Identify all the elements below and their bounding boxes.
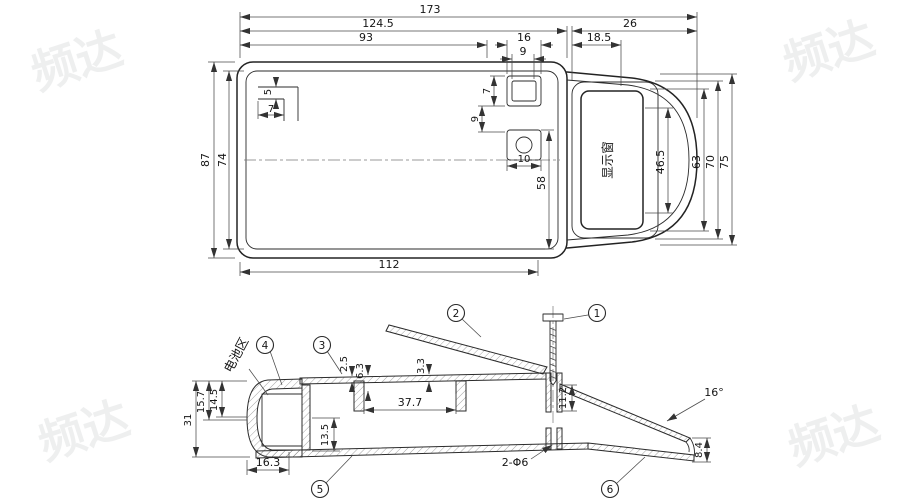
- section-dimension-lines: [192, 364, 711, 474]
- dim-8-4: 8.4: [694, 442, 705, 458]
- display-window: [580, 90, 644, 230]
- corner-notch: [258, 86, 299, 121]
- dim-14-5: 14.5: [209, 389, 220, 411]
- dim-93: 93: [359, 31, 373, 44]
- dim-16: 16: [517, 31, 531, 44]
- hole-note-2-phi6: 2-Φ6: [502, 456, 529, 469]
- dim-31: 31: [183, 414, 194, 427]
- dim-5: 5: [263, 89, 274, 95]
- balloon-5: 5: [310, 479, 330, 499]
- screw: [542, 306, 564, 424]
- battery-divider: [301, 384, 311, 451]
- screw-head: [542, 313, 564, 322]
- dim-58: 58: [535, 176, 548, 190]
- dim-2-5: 2.5: [339, 356, 350, 372]
- rib-right: [455, 380, 467, 412]
- balloon-6: 6: [600, 479, 620, 499]
- dim-11-2: 11.2: [558, 387, 569, 409]
- body-outer-outline: [236, 61, 568, 259]
- balloon-4-number: 4: [262, 340, 269, 352]
- cover-plate: [385, 324, 548, 375]
- section-parts: [246, 324, 695, 462]
- taper-angle-label: 16°: [704, 386, 724, 399]
- screw-threads: [549, 327, 557, 379]
- section-view: 1 2 3 4 5 6 电池区 2.5 6.3 3.3 37.7 13.5 14…: [183, 303, 724, 499]
- dim-body-length: 124.5: [362, 17, 394, 30]
- balloon-1: 1: [587, 303, 607, 323]
- dim-10: 10: [518, 154, 531, 165]
- dim-63: 63: [690, 155, 703, 169]
- battery-area-label: 电池区: [221, 335, 252, 375]
- top-view-labels: 173 124.5 93 16 9 26 18.5 87 74 5 7 7 9 …: [199, 3, 731, 271]
- tail-end-cap: [685, 437, 695, 459]
- balloon-4: 4: [255, 335, 275, 355]
- slot-inner: [511, 80, 537, 102]
- display-window-label: 显示窗: [600, 141, 615, 179]
- top-view-dimension-lines: [210, 13, 736, 276]
- key-circle: [515, 136, 533, 154]
- balloons: 1 2 3 4 5 6: [255, 303, 620, 499]
- dim-15-7: 15.7: [196, 391, 207, 413]
- tail-bottom: [587, 442, 695, 462]
- dim-9-top: 9: [520, 45, 527, 58]
- slot-outer: [506, 75, 542, 107]
- dim-70: 70: [704, 155, 717, 169]
- dim-13-5: 13.5: [320, 424, 331, 446]
- rib-left: [353, 380, 365, 412]
- dim-7-key: 7: [482, 88, 493, 94]
- dim-37-7: 37.7: [398, 396, 423, 409]
- dim-75: 75: [718, 155, 731, 169]
- dim-112: 112: [379, 258, 400, 271]
- balloon-6-number: 6: [607, 484, 614, 496]
- balloon-3: 3: [312, 335, 332, 355]
- dim-total-length: 173: [420, 3, 441, 16]
- dim-6-3: 6.3: [355, 363, 366, 379]
- head-inner-outline: [566, 79, 690, 241]
- dim-16-3: 16.3: [256, 456, 281, 469]
- dim-9-key: 9: [470, 116, 481, 122]
- top-view-outline: [236, 61, 698, 259]
- top-view: 173 124.5 93 16 9 26 18.5 87 74 5 7 7 9 …: [199, 3, 737, 276]
- balloon-2-number: 2: [453, 308, 460, 320]
- dim-18-5: 18.5: [587, 31, 612, 44]
- balloon-leaders: [269, 314, 646, 484]
- watermark-layer: 频达 频达 频达 频达: [25, 11, 886, 476]
- battery-pocket: [261, 393, 303, 447]
- screw-boss-left: [545, 372, 552, 413]
- dim-3-3: 3.3: [416, 358, 427, 374]
- watermark-text: 频达: [32, 391, 136, 471]
- battery-end-wall: [246, 378, 303, 458]
- watermark-text: 频达: [782, 396, 886, 476]
- balloon-1-number: 1: [594, 308, 601, 320]
- dim-7-notch: 7: [268, 104, 274, 115]
- dim-46-5: 46.5: [654, 150, 667, 175]
- screw-shaft: [549, 321, 557, 386]
- tail-top: [559, 383, 691, 443]
- balloon-5-number: 5: [317, 484, 324, 496]
- head-outer-outline: [566, 71, 698, 249]
- display-bezel: [571, 81, 659, 239]
- balloon-2: 2: [446, 303, 466, 323]
- watermark-text: 频达: [25, 21, 129, 101]
- watermark-text: 频达: [777, 11, 881, 91]
- dim-87: 87: [199, 153, 212, 167]
- top-view-extension-lines: [208, 12, 737, 276]
- dim-74: 74: [216, 153, 229, 167]
- screw-boss-right: [556, 372, 563, 413]
- dim-26: 26: [623, 17, 637, 30]
- balloon-3-number: 3: [319, 340, 326, 352]
